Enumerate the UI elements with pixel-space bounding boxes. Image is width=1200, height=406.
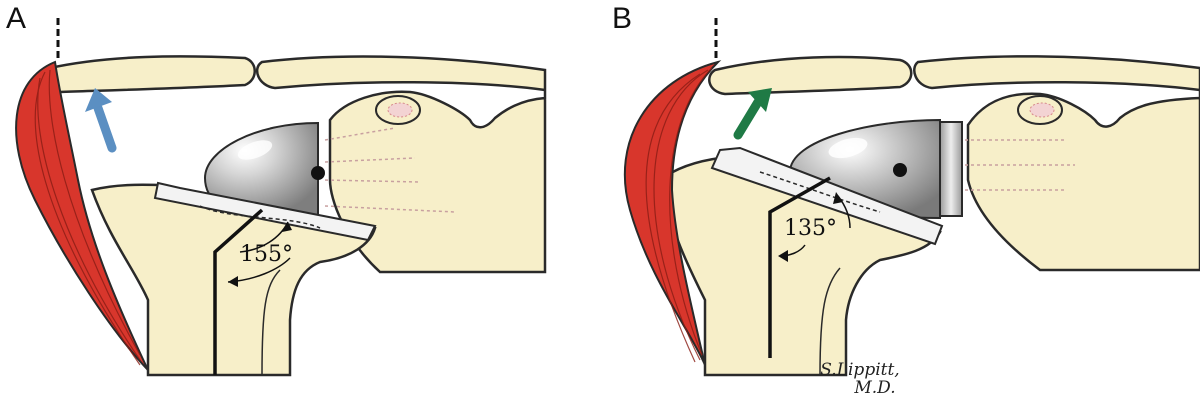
glenoid-screws — [324, 127, 456, 213]
coracoid-process — [375, 95, 421, 125]
glenoid-baseplate — [939, 121, 963, 217]
signature-line-2: M.D. — [854, 377, 896, 398]
acromion-bone — [44, 55, 256, 94]
deltoid-muscle — [623, 60, 722, 366]
panel-label-a: A — [6, 2, 27, 35]
acromion-bone — [708, 55, 913, 96]
force-arrow-b — [733, 88, 772, 140]
artist-signature: S.Lippitt, M.D. — [800, 360, 920, 398]
center-of-rotation — [893, 163, 907, 177]
scapula-bone — [255, 55, 547, 274]
humeral-stem-outline — [768, 176, 831, 358]
panel-b — [623, 18, 1200, 377]
deltoid-muscle — [15, 60, 149, 371]
neck-shaft-angle-a: 155° — [240, 242, 293, 267]
humeral-polyethylene-insert — [710, 146, 944, 246]
center-of-rotation — [311, 166, 325, 180]
signature-line-1: S.Lippitt, — [820, 360, 900, 380]
force-arrow-a — [85, 88, 117, 153]
glenoid-screws — [965, 139, 1075, 191]
panel-label-b: B — [612, 2, 633, 35]
panel-a — [15, 18, 547, 377]
humeral-polyethylene-insert — [153, 181, 377, 242]
humeral-stem-outline — [213, 208, 264, 375]
neck-shaft-angle-b: 135° — [784, 216, 837, 241]
coracoid-process — [1017, 95, 1063, 125]
